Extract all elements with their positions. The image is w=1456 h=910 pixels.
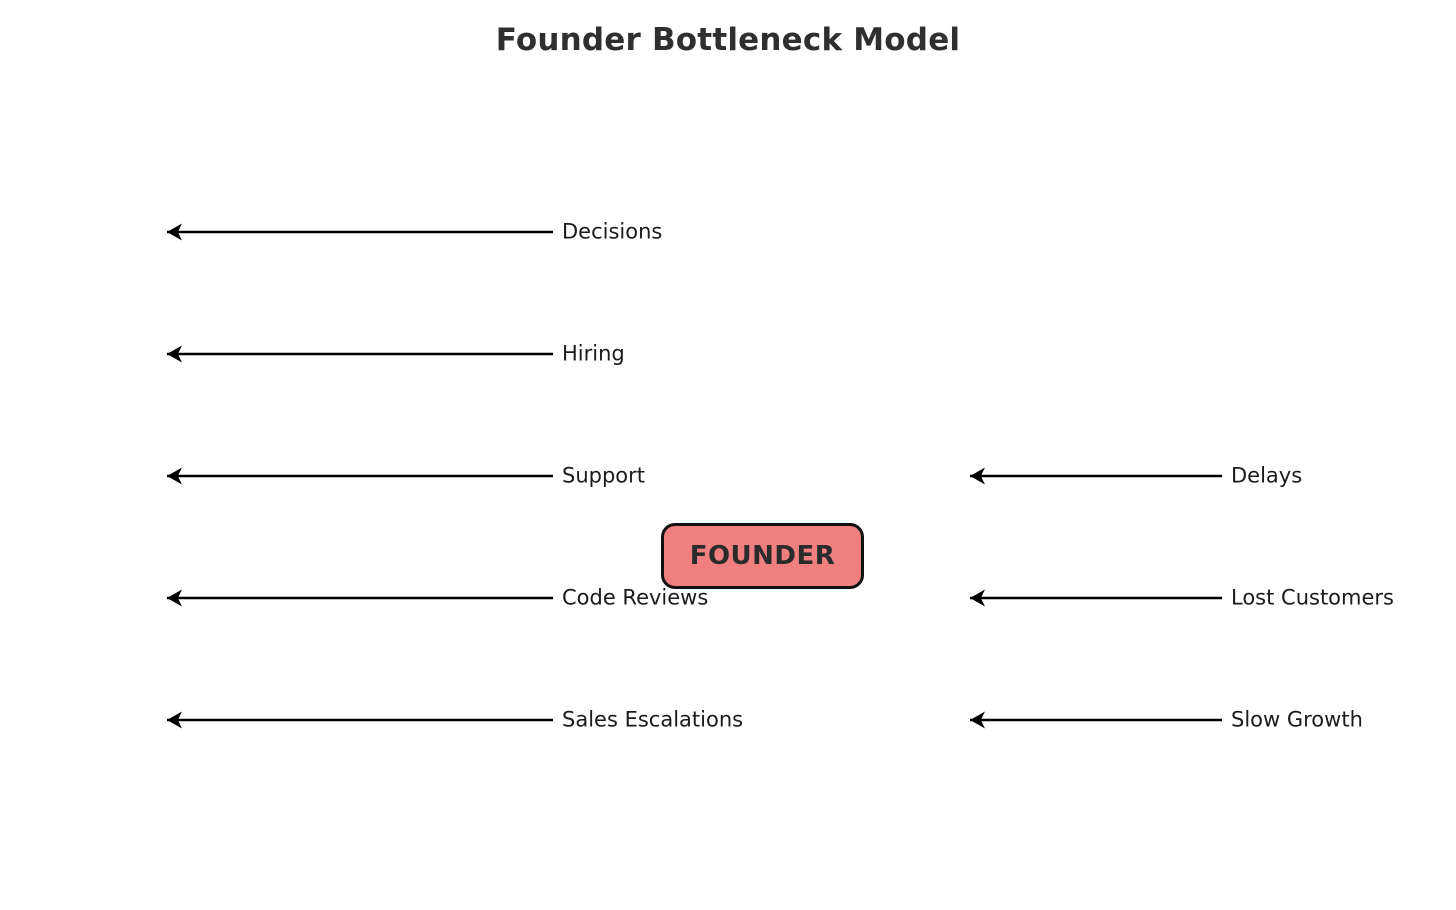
input-label-support: Support — [562, 463, 646, 488]
input-label-hiring: Hiring — [562, 341, 625, 366]
input-label-decisions: Decisions — [562, 219, 663, 244]
input-arrow-code-reviews — [167, 589, 553, 607]
output-label-slow-growth: Slow Growth — [1231, 707, 1363, 732]
output-arrow-delays — [970, 467, 1222, 485]
input-label-code-reviews: Code Reviews — [562, 585, 709, 610]
input-arrow-sales-escalations — [167, 711, 553, 729]
output-label-delays: Delays — [1231, 463, 1303, 488]
output-label-lost-customers: Lost Customers — [1231, 585, 1394, 610]
input-label-sales-escalations: Sales Escalations — [562, 707, 744, 732]
input-arrow-decisions — [167, 223, 553, 241]
input-arrow-hiring — [167, 345, 553, 363]
page-title: Founder Bottleneck Model — [495, 22, 961, 58]
output-arrow-slow-growth — [970, 711, 1222, 729]
input-arrow-support — [167, 467, 553, 485]
founder-node-label: FOUNDER — [689, 541, 836, 571]
output-arrow-lost-customers — [970, 589, 1222, 607]
founder-node[interactable]: FOUNDER — [661, 523, 864, 589]
